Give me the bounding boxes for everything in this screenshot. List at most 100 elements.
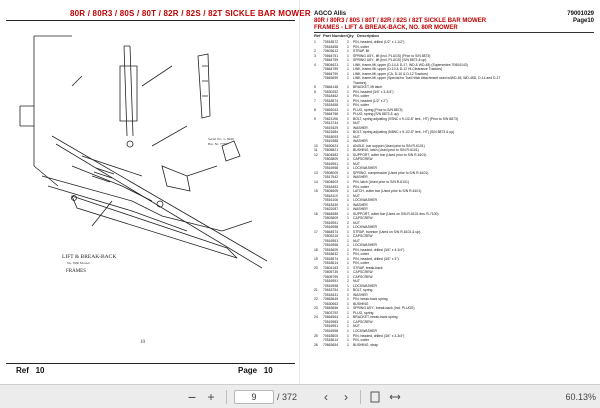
parts-list-page: AGCO Allis 79001029 80R / 80R3 / 80S / 8… (308, 0, 594, 384)
qty-cell: 1 (347, 89, 349, 94)
figure-note: Serial No. 1- 8940 (208, 137, 234, 141)
zoom-out-button[interactable]: − (187, 389, 197, 405)
col-description: Description (357, 33, 380, 38)
description-cell: NUT (353, 161, 360, 166)
left-footer-page: Page 10 (238, 366, 273, 375)
page-gutter (299, 0, 300, 384)
part-number-cell: 70516958 (323, 225, 339, 230)
part-number-cell: 70664759 (323, 58, 339, 63)
qty-cell: 1 (347, 315, 349, 320)
part-number-cell: 70603792 (323, 310, 339, 315)
description-cell: BRACKET, break-back spring (353, 315, 398, 320)
col-part-number: Part Number (323, 33, 348, 38)
description-cell: CAPSCREW (353, 319, 373, 324)
qty-cell: 1 (347, 306, 349, 311)
description-cell: PIN, latch (Used prior to S/N R-6101) (353, 179, 409, 184)
description-cell: BOLT, spring adjusting (VSNC x 9-1/2-8" … (353, 116, 458, 121)
ref-cell: 17 (314, 229, 318, 234)
figure-caption: LIFT & BREAK-BACK (62, 254, 116, 260)
page-number-input[interactable]: 9 (234, 390, 274, 404)
qty-cell: 1 (347, 130, 349, 135)
qty-cell: 1 (347, 189, 349, 194)
col-ref: Ref (314, 33, 321, 38)
part-number-cell: 70605799 (323, 274, 339, 279)
previous-page-button[interactable]: ‹ (324, 390, 328, 404)
qty-cell: 1 (347, 229, 349, 234)
diagram-pivot (161, 165, 191, 192)
part-number-cell: 70664790 (323, 71, 339, 76)
ref-cell: 10 (314, 143, 318, 148)
description-cell: BOLT, spring adjusting (5/8NC x 9-1/2-8"… (353, 130, 455, 135)
fit-page-icon[interactable] (367, 385, 383, 408)
description-cell: BUSHING, strap (353, 342, 378, 347)
ref-cell: 15 (314, 189, 318, 194)
qty-cell: 1 (347, 103, 349, 108)
part-number-cell: 70621196 (323, 116, 338, 121)
description-cell: BOLT, spring (353, 288, 373, 293)
qty-cell: 1 (347, 207, 349, 212)
toolbar-separator (226, 390, 227, 404)
part-number-cell: 70518458 (323, 44, 339, 49)
part-number-cell: 70618754 (323, 288, 339, 293)
diagram-leader-lines (71, 65, 253, 232)
part-number-cell: 70519983 (323, 319, 339, 324)
part-number-cell: 70513744 (323, 121, 339, 126)
ref-cell: 2 (314, 49, 316, 54)
next-page-button[interactable]: › (344, 390, 348, 404)
left-footer-ref: Ref 10 (16, 366, 44, 375)
description-cell: CAPSCREW (353, 216, 373, 221)
part-number-cell: 70663645 (323, 297, 339, 302)
qty-cell: 1 (347, 85, 349, 90)
diagram-lower-frame (41, 175, 223, 232)
ref-cell: 1 (314, 40, 316, 44)
description-cell: PIN, headed, drilled (1/2" x 1-1/2") (353, 40, 405, 44)
ref-cell: 13 (314, 170, 318, 175)
diagram-hitch (19, 105, 34, 127)
description-cell: Tractors) (353, 80, 367, 85)
qty-cell: 1 (347, 324, 349, 329)
part-number-cell: 70518452 (323, 184, 339, 189)
part-number-cell: 70604605 (323, 189, 339, 194)
part-number-cell: 70518572 (323, 40, 339, 44)
left-page-header: 80R / 80R3 / 80S / 80T / 82R / 82S / 82T… (70, 9, 311, 18)
part-number-cell: 70664756 (323, 112, 339, 117)
part-number-cell: 70664574 (323, 229, 339, 234)
part-number-cell: 70519388 (323, 139, 339, 144)
ref-cell: 21 (314, 288, 318, 293)
fit-width-icon[interactable] (387, 385, 403, 408)
part-number-cell: 70518632 (323, 252, 339, 257)
part-number-cell: 70604621 (323, 62, 339, 67)
description-cell: WASHER (353, 207, 368, 212)
diagram-frame-line (33, 35, 72, 187)
description-cell: PLUG, spring (S/N 8873 & up) (353, 112, 399, 117)
footer-page-value: 10 (263, 366, 273, 375)
ref-cell: 19 (314, 256, 318, 261)
diagram-spring-lower (91, 167, 115, 183)
qty-cell: 1 (347, 71, 349, 76)
description-cell: LINK, frame-lift, upper (Special for Tra… (353, 76, 501, 81)
description-cell: BUSHING, latch (Used prior to S/N R-6101… (353, 148, 419, 153)
zoom-in-button[interactable]: + (207, 390, 215, 404)
description-cell: PIN, headed, drilled (3/4" x 3") (353, 256, 399, 261)
part-number-cell: 70603612 (323, 49, 339, 54)
description-cell: LOCKWASHER (353, 329, 377, 333)
description-cell: NUT (353, 238, 360, 243)
ref-cell: 7 (314, 98, 316, 103)
ref-cell: 25 (314, 333, 318, 338)
part-number-cell: 70621684 (323, 130, 339, 135)
part-number-cell: 70605821 (323, 148, 339, 153)
